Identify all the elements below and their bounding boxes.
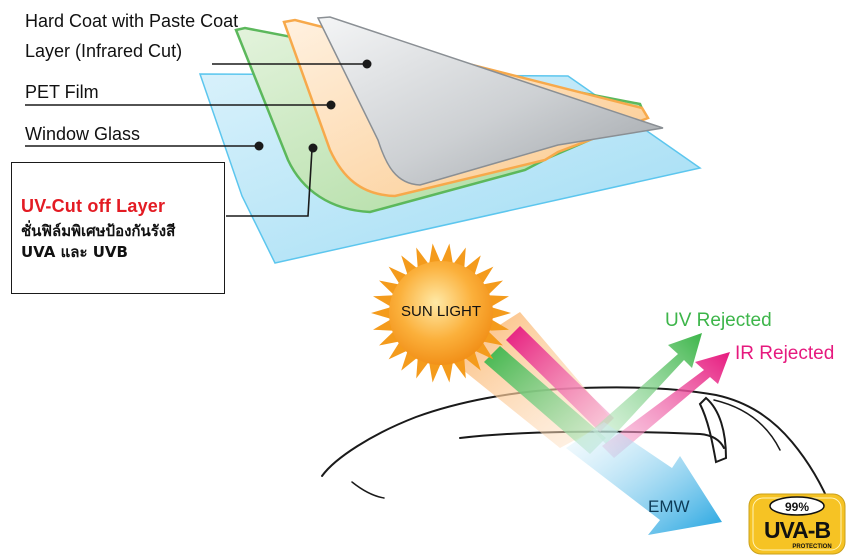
uv-rejected-arrow (592, 333, 702, 444)
car-outline (321, 386, 837, 521)
sun-spike (487, 319, 509, 331)
uva-b-protection-badge: 99% UVA-B PROTECTION (748, 493, 846, 555)
hard-coat-label-line1: Hard Coat with Paste Coat (25, 11, 238, 31)
sun-spike (441, 361, 453, 383)
uv-cut-description-line1: ชั่นฟิล์มพิเศษป้องกันรังสี (21, 222, 176, 240)
window-glass-label: Window Glass (25, 124, 140, 144)
sun-icon (371, 243, 511, 383)
hard-coat-layer (316, 16, 664, 186)
uv-cut-leader (226, 143, 318, 217)
emw-label: EMW (648, 497, 690, 516)
uv-cut-title: UV-Cut off Layer (21, 196, 166, 216)
sun-light-label: SUN LIGHT (401, 303, 481, 320)
badge-sub: PROTECTION (792, 544, 831, 550)
badge-label: UVA-B (764, 517, 831, 543)
uv-cut-callout: UV-Cut off Layer ชั่นฟิล์มพิเศษป้องกันรั… (11, 162, 225, 294)
hard-coat-leader (212, 59, 372, 69)
sun-spike (429, 361, 441, 383)
ir-rejected-label: IR Rejected (735, 343, 834, 364)
sun-spike (490, 307, 511, 319)
badge-percent: 99% (785, 500, 809, 514)
sun-spike (441, 243, 453, 265)
window-glass-leader (25, 141, 264, 151)
pet-film-leader (25, 100, 336, 110)
uv-cut-description: ชั่นฟิล์มพิเศษป้องกันรังสี UVA และ UVB (21, 221, 226, 263)
sun-spike (371, 307, 392, 319)
pet-film-label: PET Film (25, 82, 99, 102)
ir-rejected-arrow (602, 352, 730, 458)
sun-spike (487, 295, 509, 307)
sun-spike (373, 319, 395, 331)
hard-coat-label-line2: Layer (Infrared Cut) (25, 41, 182, 61)
sun-spike (373, 295, 395, 307)
uv-cut-description-line2: UVA และ UVB (21, 243, 128, 261)
sun-spike (429, 243, 441, 265)
ir-incoming-ray (506, 326, 614, 432)
uv-rejected-label: UV Rejected (665, 310, 772, 331)
emw-arrow (566, 422, 722, 535)
uv-incoming-ray (484, 346, 606, 454)
